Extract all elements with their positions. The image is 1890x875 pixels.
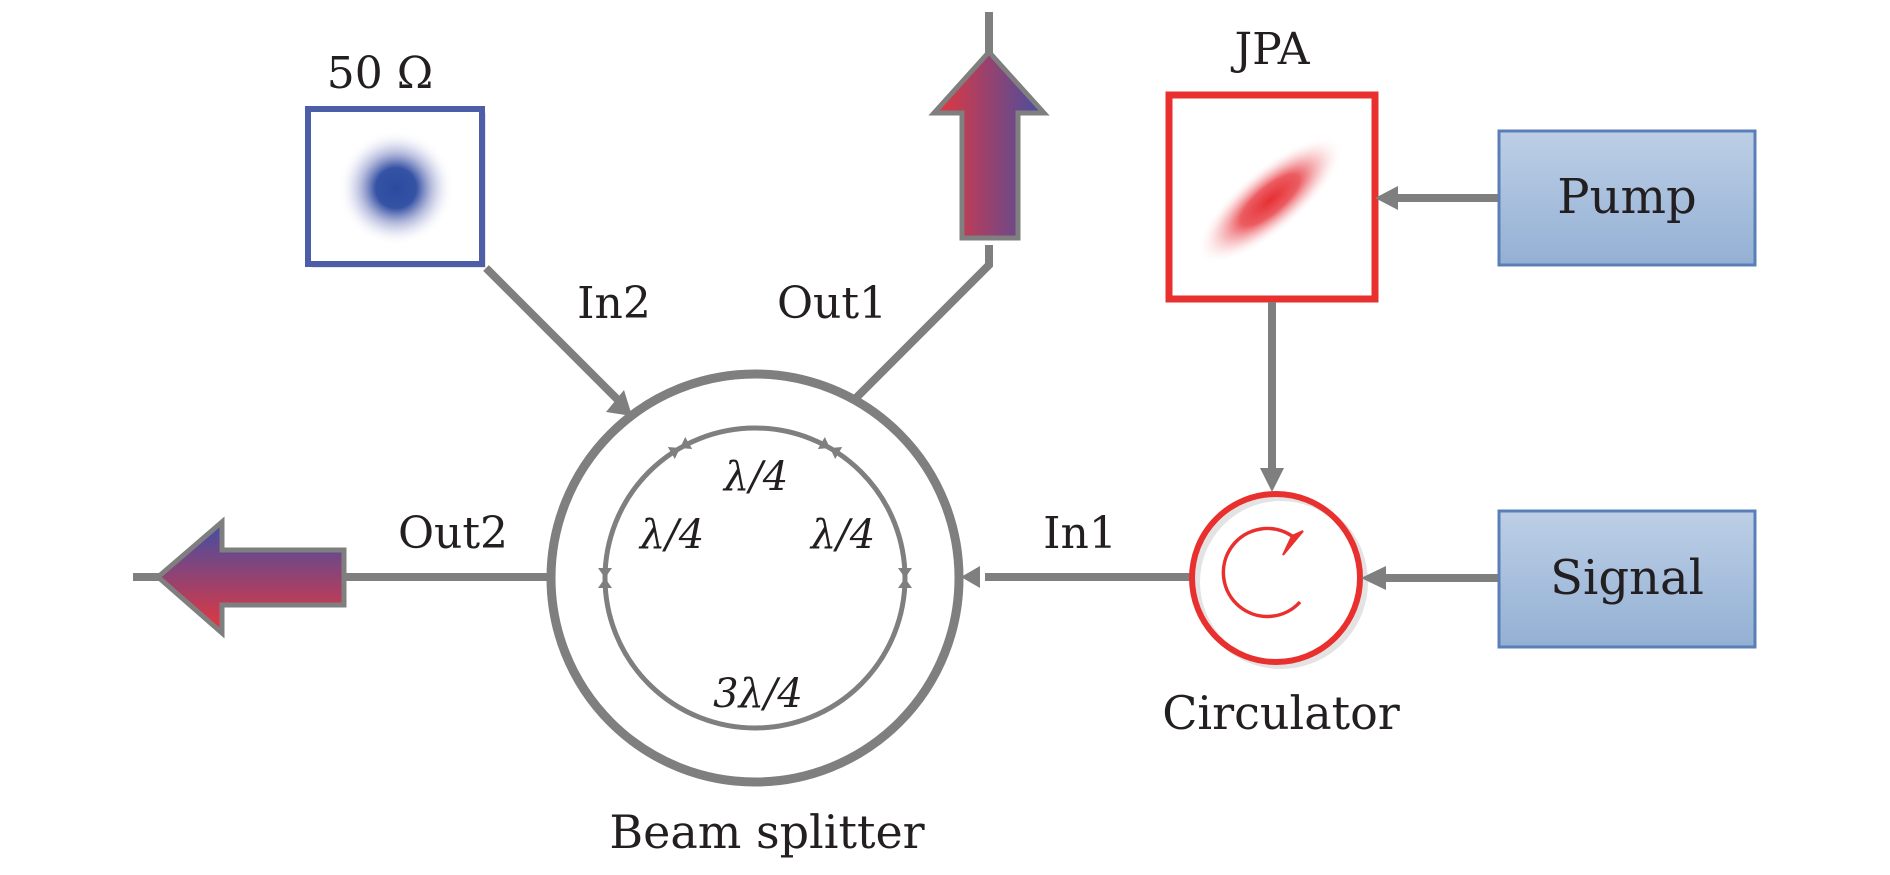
out1-line bbox=[853, 245, 993, 401]
pump-label: Pump bbox=[1557, 169, 1696, 225]
in2-label: In2 bbox=[577, 278, 651, 329]
segment-markers bbox=[598, 436, 912, 588]
circulator-ring bbox=[1189, 491, 1363, 665]
circulator-rotation-icon bbox=[1221, 526, 1302, 619]
segment-right-label: λ/4 bbox=[809, 512, 875, 558]
in2-line bbox=[483, 265, 629, 411]
out2-arrow-icon bbox=[154, 516, 347, 639]
in2-arrowhead-icon bbox=[606, 390, 632, 416]
segment-marker-icon bbox=[817, 436, 843, 460]
segment-marker-icon bbox=[667, 436, 693, 460]
circulator-rotation-arrowhead-icon bbox=[1282, 530, 1304, 556]
signal-label: Signal bbox=[1550, 550, 1704, 606]
segment-left-label: λ/4 bbox=[638, 512, 704, 558]
circulator-label: Circulator bbox=[1162, 686, 1400, 740]
in1-arrowhead-icon bbox=[961, 566, 980, 588]
vacuum-state-blob bbox=[338, 130, 454, 246]
beam-splitter: λ/4 λ/4 λ/4 3λ/4 Beam splitter bbox=[546, 369, 964, 859]
segment-marker-icon bbox=[898, 568, 912, 588]
signal-box bbox=[1497, 509, 1757, 649]
segment-top-label: λ/4 bbox=[722, 454, 788, 500]
out1-label: Out1 bbox=[777, 278, 887, 329]
jpa: JPA bbox=[1165, 24, 1379, 303]
circulator-shadow bbox=[1194, 495, 1368, 669]
segment-marker-icon bbox=[598, 568, 612, 588]
squeezed-state-blob bbox=[1196, 135, 1344, 265]
signal-arrowhead-icon bbox=[1361, 566, 1386, 590]
out2-label: Out2 bbox=[398, 508, 508, 559]
jpa-label: JPA bbox=[1231, 24, 1311, 75]
load-label: 50 Ω bbox=[327, 48, 433, 99]
segment-bottom-label: 3λ/4 bbox=[713, 671, 803, 717]
circulator: Circulator bbox=[1162, 491, 1400, 740]
pump-arrowhead-icon bbox=[1375, 186, 1398, 210]
pump: Pump bbox=[1497, 129, 1757, 267]
beam-splitter-label: Beam splitter bbox=[609, 805, 924, 859]
pump-box bbox=[1497, 129, 1757, 267]
load-50ohm: 50 Ω bbox=[305, 48, 486, 268]
in1-label: In1 bbox=[1043, 508, 1117, 559]
jpa-to-circulator-arrowhead-icon bbox=[1260, 468, 1284, 492]
out1-arrow-icon bbox=[928, 48, 1050, 241]
signal: Signal bbox=[1497, 509, 1757, 649]
beam-splitter-outer-ring bbox=[546, 369, 964, 787]
